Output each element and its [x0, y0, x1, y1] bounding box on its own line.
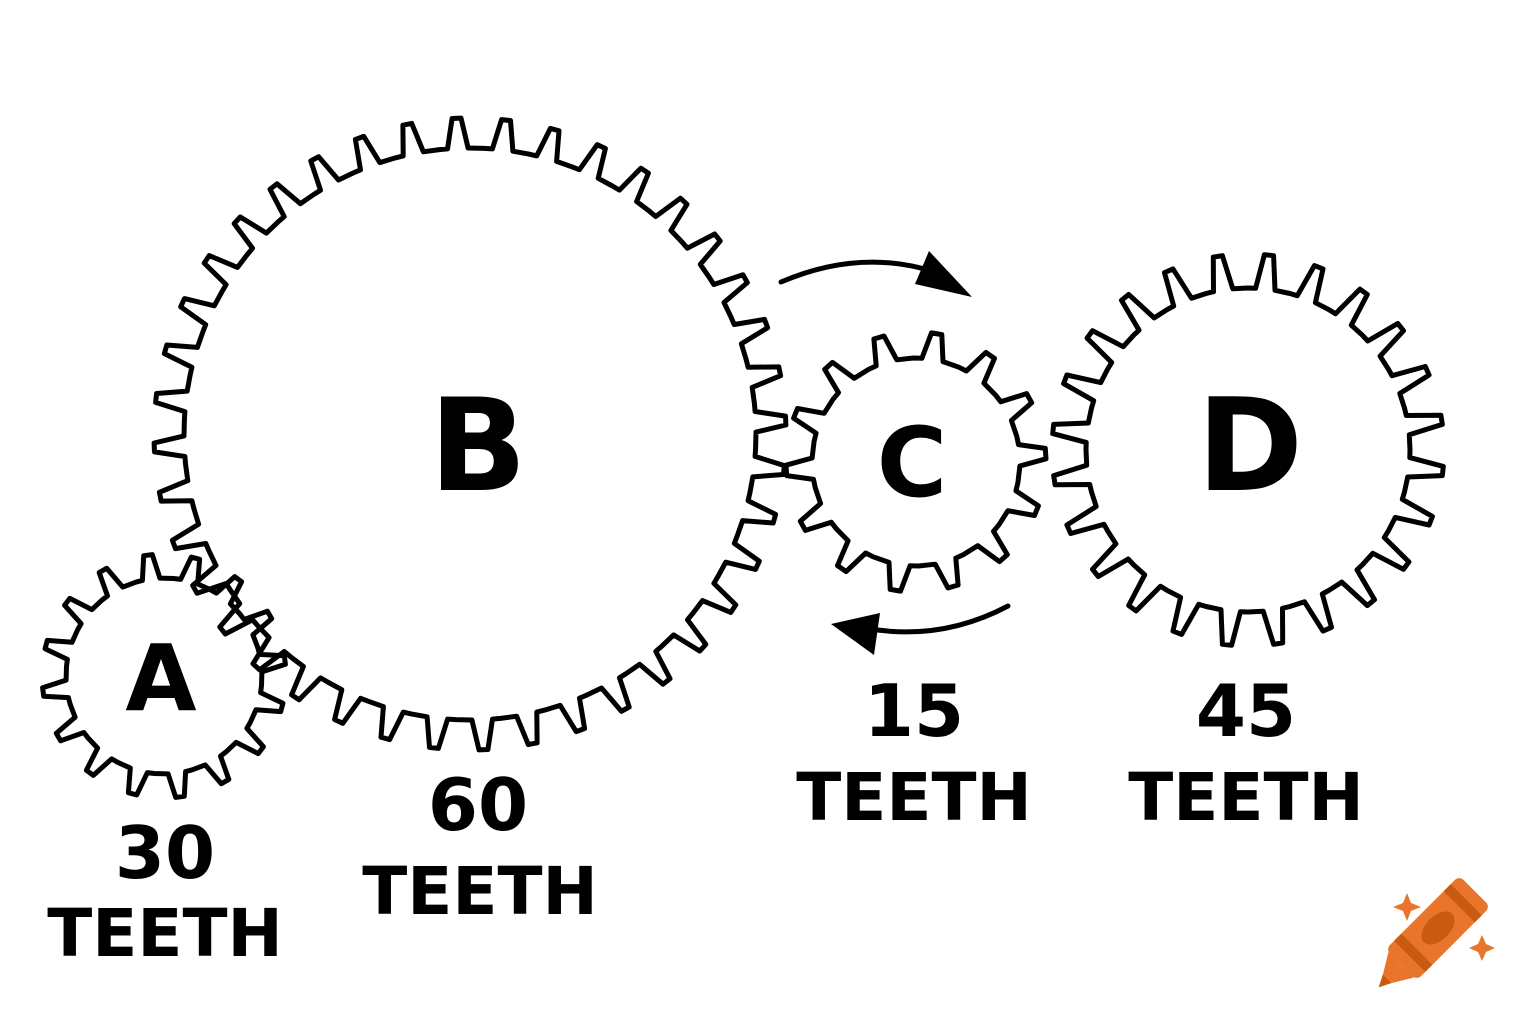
gear-d-teeth-count: 45 [1196, 669, 1296, 753]
gear-c-teeth-count: 15 [864, 669, 964, 753]
gear-a-teeth-label: TEETH [47, 895, 282, 972]
counterclockwise-arrow-shaft [862, 603, 1011, 635]
sparkle-icon [1469, 935, 1495, 961]
gear-c-letter: C [877, 407, 947, 519]
gear-d-outline [1050, 252, 1446, 648]
gear-a-teeth-count: 30 [115, 811, 215, 895]
clockwise-arrow-shaft [778, 259, 938, 285]
gear-b-teeth-count: 60 [428, 763, 528, 847]
gear-d: D 45 TEETH [1050, 252, 1446, 836]
gear-c-teeth-label: TEETH [796, 759, 1031, 836]
counterclockwise-arrow-head [831, 613, 880, 655]
gear-b-teeth-label: TEETH [362, 853, 597, 930]
gear-b: B 60 TEETH [151, 115, 789, 930]
gear-a: A 30 TEETH [40, 552, 288, 972]
gear-a-letter: A [125, 625, 196, 732]
gear-d-letter: D [1197, 372, 1303, 521]
gear-a-outline [40, 552, 288, 800]
counterclockwise-arrow-bottom [831, 603, 1011, 655]
clockwise-arrow-top [778, 251, 972, 297]
gear-c-outline [783, 330, 1049, 594]
gear-d-teeth-label: TEETH [1128, 759, 1363, 836]
gear-c: C 15 TEETH [783, 330, 1049, 836]
crayon-icon [1378, 878, 1495, 988]
clockwise-arrow-head [915, 251, 972, 297]
gear-b-outline [151, 115, 789, 753]
sparkle-icon [1393, 893, 1421, 921]
gear-b-letter: B [429, 372, 527, 521]
